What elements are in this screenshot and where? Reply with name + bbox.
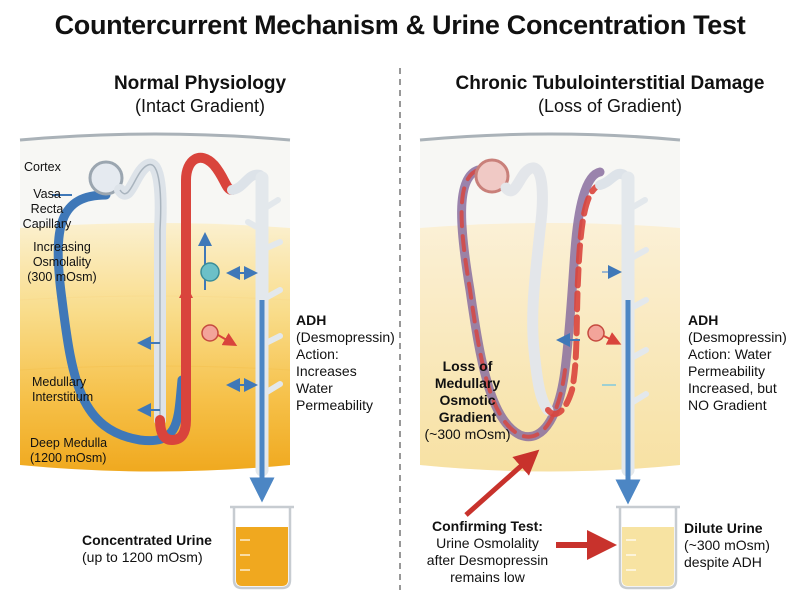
left-adh-description: (Desmopressin) Action: Increases Water P…	[296, 329, 395, 413]
right-urine-beaker	[616, 505, 680, 590]
left-pump-channel-blue	[200, 262, 220, 282]
right-adh-title: ADH	[688, 312, 719, 328]
concentrated-urine-title: Concentrated Urine	[82, 532, 212, 548]
right-damaged-ascending-limb	[545, 182, 603, 417]
right-dilute-urine-fill	[622, 527, 674, 586]
main-title: Countercurrent Mechanism & Urine Concent…	[54, 10, 746, 40]
confirming-test-title: Confirming Test:	[432, 518, 543, 534]
test-pointer-arrow	[464, 449, 540, 517]
loss-of-gradient-label: Loss of Medullary Osmotic Gradient	[434, 358, 501, 425]
dilute-urine-description: (~300 mOsm) despite ADH	[684, 537, 770, 570]
dilute-urine-title: Dilute Urine	[684, 520, 763, 536]
right-medulla-zone	[420, 223, 680, 472]
loss-of-gradient-value: (~300 mOsm)	[424, 426, 511, 442]
right-adh-description: (Desmopressin) Action: Water Permeabilit…	[688, 329, 787, 413]
vasa-recta-label: Vasa Recta Capillary	[22, 187, 72, 231]
medullary-interstitium-label: Medullary Interstitium	[32, 375, 94, 404]
osmolality-label: Increasing Osmolality (300 mOsm)	[27, 240, 97, 284]
left-pump-channel-red	[201, 324, 219, 342]
deep-medulla-label: Deep Medulla (1200 mOsm)	[30, 436, 108, 465]
cortex-label: Cortex	[24, 160, 61, 174]
left-panel-subheading: (Intact Gradient)	[134, 96, 266, 116]
right-panel-heading: Chronic Tubulointerstitial Damage	[455, 73, 765, 94]
left-adh-title: ADH	[296, 312, 327, 328]
right-glomerulus	[474, 158, 510, 194]
left-urine-beaker	[230, 505, 294, 590]
left-panel-heading: Normal Physiology	[113, 73, 287, 94]
right-pump-channel-red	[587, 324, 605, 342]
concentrated-urine-value: (up to 1200 mOsm)	[82, 549, 203, 565]
confirming-test-description: Urine Osmolality after Desmopressin rema…	[426, 535, 549, 585]
left-concentrated-urine-fill	[236, 527, 288, 586]
right-panel-subheading: (Loss of Gradient)	[537, 96, 683, 116]
left-vasa-recta	[53, 190, 187, 446]
left-glomerulus	[88, 160, 124, 196]
